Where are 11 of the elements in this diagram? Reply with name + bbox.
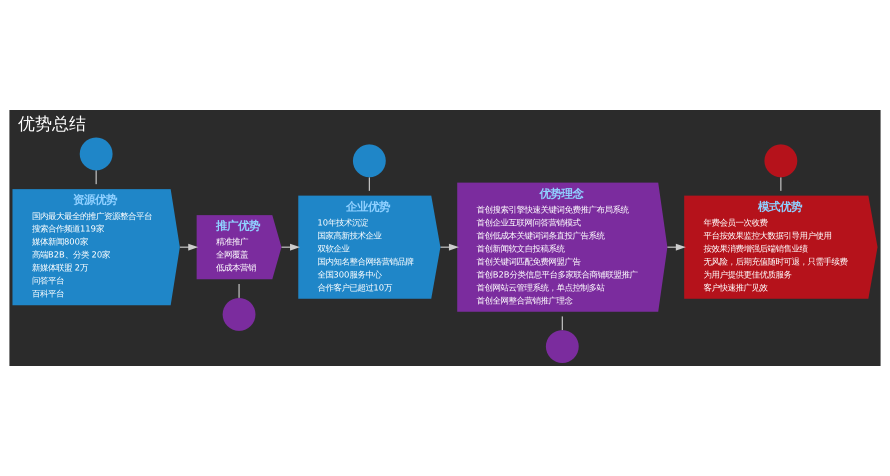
node-circle xyxy=(352,144,386,178)
node-circle xyxy=(546,330,579,363)
node-circle xyxy=(80,138,113,170)
node-circle xyxy=(222,298,256,331)
connector xyxy=(96,170,97,184)
diagram-title: 优势总结 xyxy=(18,114,86,134)
connector xyxy=(238,284,240,298)
connector xyxy=(562,316,563,330)
connector xyxy=(780,177,782,191)
node-circle xyxy=(764,144,798,178)
connector xyxy=(368,177,370,191)
